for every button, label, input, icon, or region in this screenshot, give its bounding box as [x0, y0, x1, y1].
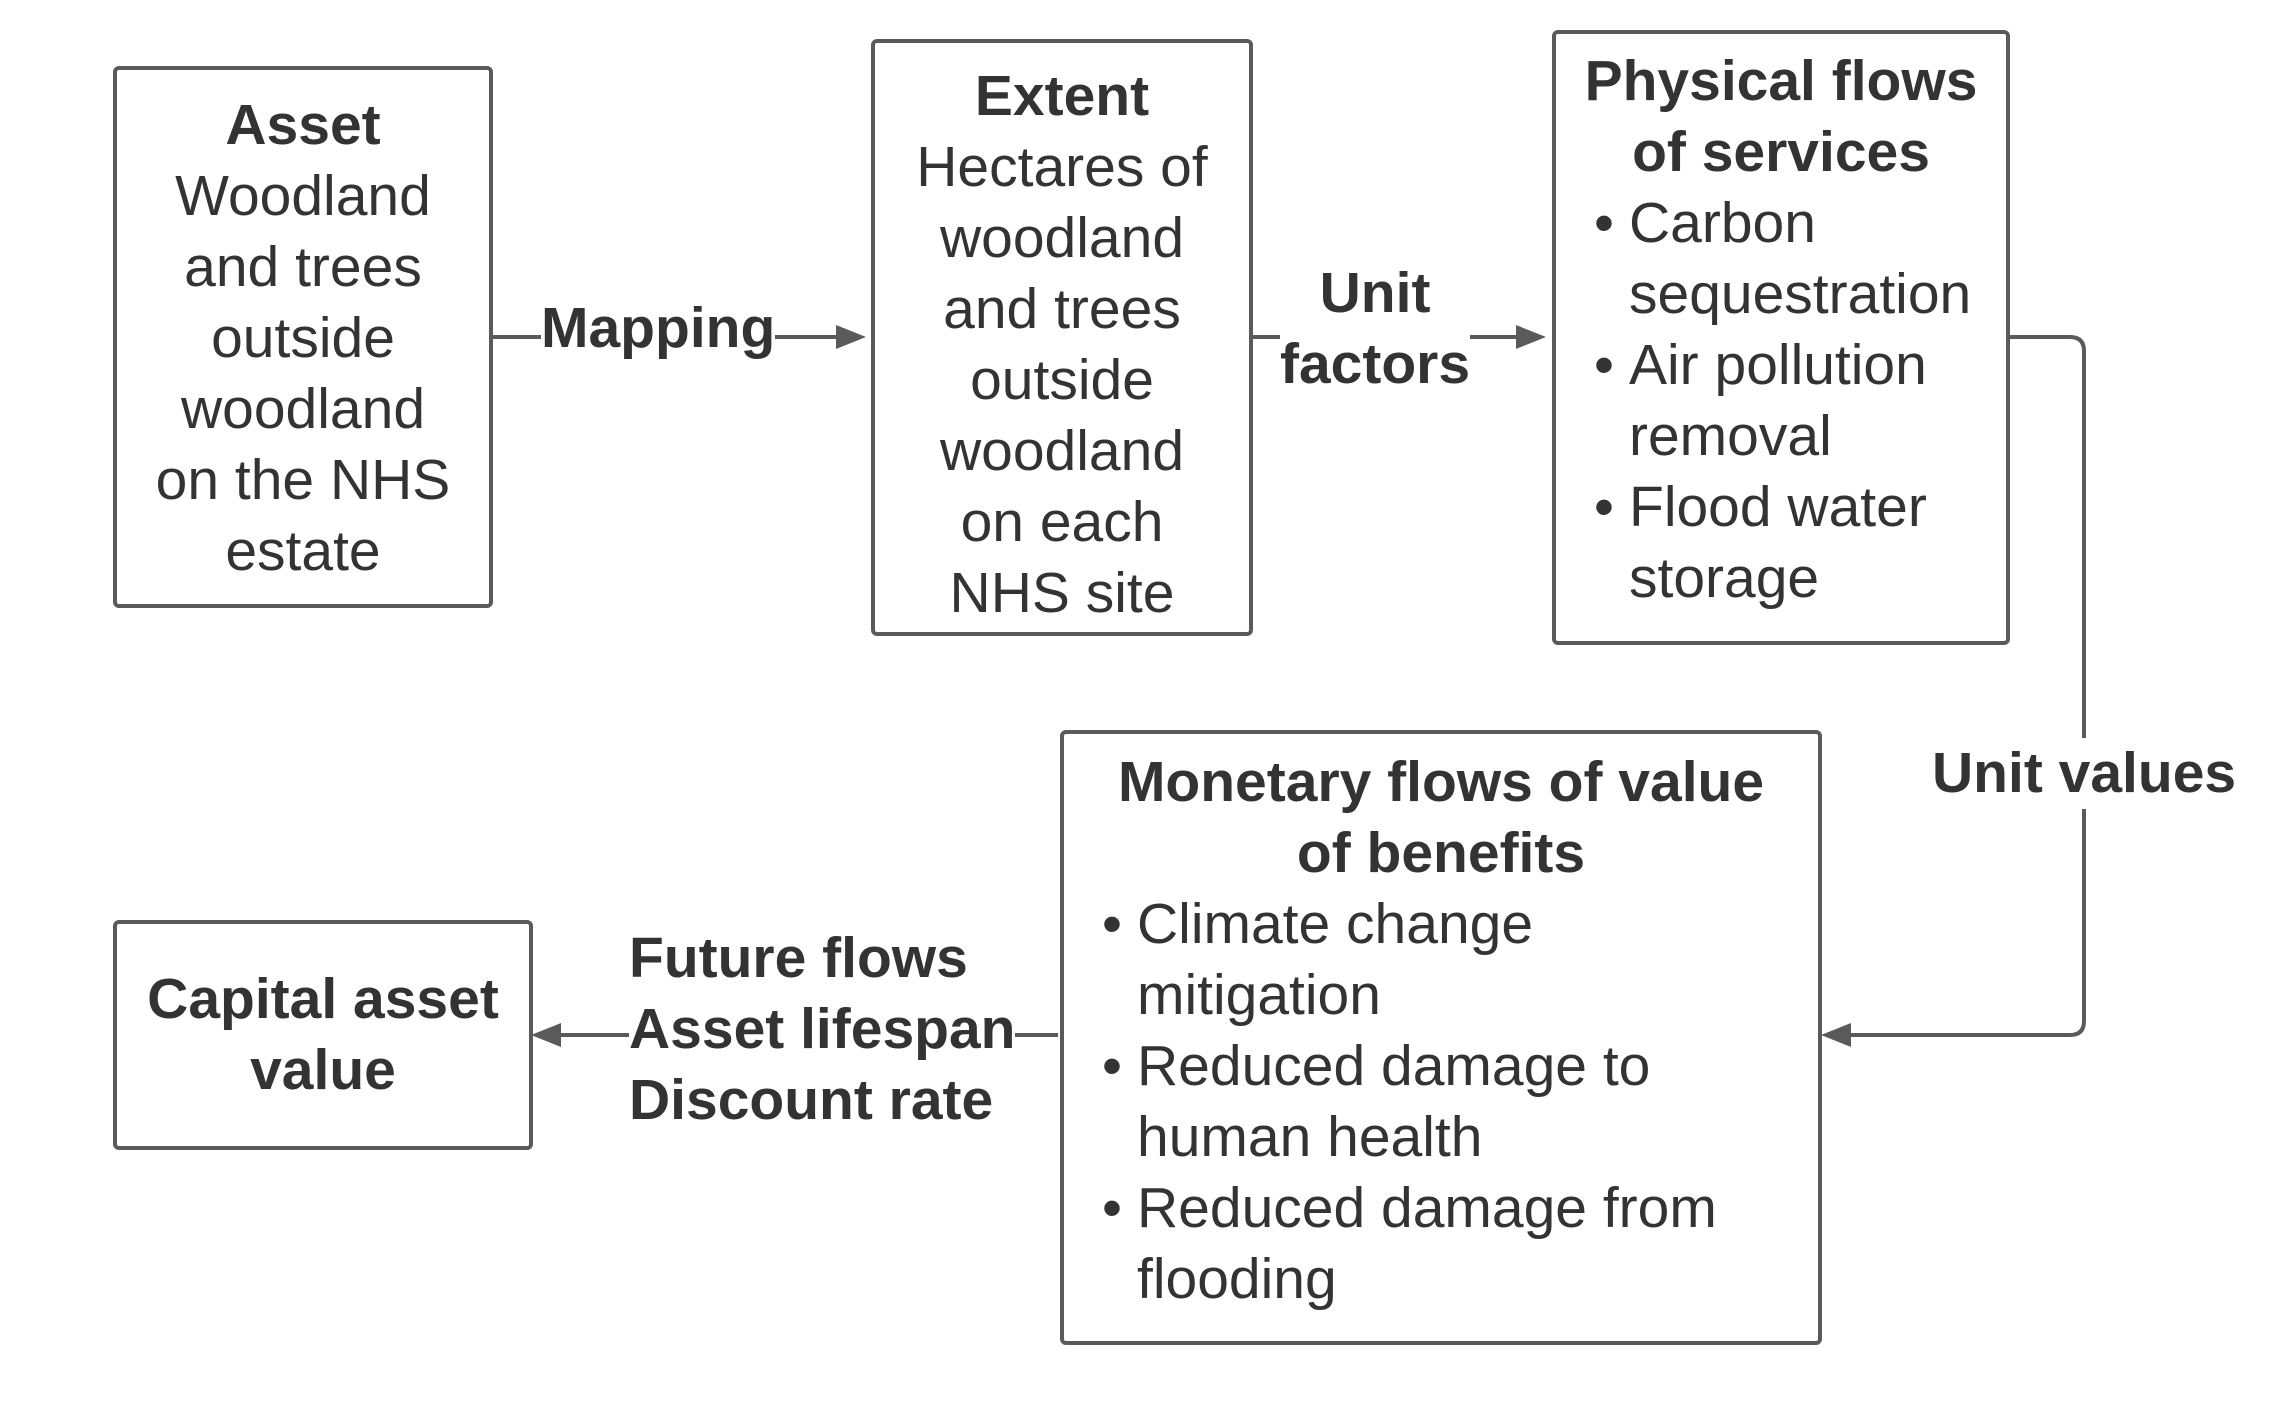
- arrow-asset-to-extent-head: [836, 325, 866, 349]
- asset-line: woodland: [180, 377, 426, 441]
- monetary-title-line: of benefits: [1296, 821, 1586, 885]
- asset-line: and trees: [184, 235, 422, 299]
- future-line: Asset lifespan: [629, 997, 1016, 1061]
- list-item: Climate change mitigation: [1100, 889, 1818, 1031]
- extent-line: NHS site: [949, 561, 1175, 625]
- list-item: Air pollution removal: [1592, 330, 2006, 472]
- physical-flows-box: Physical flows of services Carbon seques…: [1552, 30, 2010, 645]
- list-item: Carbon sequestration: [1592, 188, 2006, 330]
- physical-flows-title: Physical flows of services: [1556, 46, 2006, 188]
- asset-title: Asset: [225, 93, 381, 157]
- extent-line: outside: [970, 348, 1154, 412]
- arrow-extent-to-physical-head: [1516, 325, 1546, 349]
- capital-title-line: Capital asset: [147, 967, 499, 1031]
- asset-line: Woodland: [175, 164, 431, 228]
- extent-box: Extent Hectares of woodland and trees ou…: [871, 39, 1253, 636]
- extent-line: woodland: [939, 206, 1185, 270]
- asset-line: outside: [211, 306, 395, 370]
- extent-title: Extent: [974, 64, 1150, 128]
- physical-title-line: Physical flows: [1584, 49, 1978, 113]
- capital-title-line: value: [250, 1038, 396, 1102]
- extent-line: Hectares of: [916, 135, 1208, 199]
- unit-factors-line: Unit: [1319, 261, 1431, 325]
- list-item: Reduced damage to human health: [1100, 1031, 1818, 1173]
- asset-line: estate: [225, 519, 381, 583]
- asset-box: Asset Woodland and trees outside woodlan…: [113, 66, 493, 608]
- unit-factors-line: factors: [1280, 332, 1471, 396]
- future-flows-label: Future flows Asset lifespan Discount rat…: [629, 923, 1016, 1136]
- physical-flows-list: Carbon sequestration Air pollution remov…: [1592, 188, 2006, 614]
- arrow-physical-to-monetary-head: [1821, 1023, 1851, 1047]
- monetary-flows-box: Monetary flows of value of benefits Clim…: [1060, 730, 1822, 1345]
- unit-values-label: Unit values: [1932, 738, 2237, 809]
- monetary-flows-list: Climate change mitigation Reduced damage…: [1100, 889, 1818, 1315]
- monetary-title-line: Monetary flows of value: [1117, 750, 1765, 814]
- asset-line: on the NHS: [155, 448, 451, 512]
- capital-asset-box: Capital asset value: [113, 920, 533, 1150]
- physical-title-line: of services: [1632, 120, 1930, 184]
- extent-line: and trees: [943, 277, 1181, 341]
- list-item: Flood water storage: [1592, 472, 2006, 614]
- monetary-flows-title: Monetary flows of value of benefits: [1064, 747, 1818, 889]
- list-item: Reduced damage from flooding: [1100, 1173, 1818, 1315]
- mapping-label: Mapping: [541, 293, 776, 364]
- extent-line: on each: [960, 490, 1164, 554]
- unit-factors-label: Unit factors: [1280, 258, 1471, 400]
- arrow-monetary-to-capital-head: [531, 1023, 561, 1047]
- arrow-physical-to-monetary: [1838, 335, 2086, 1037]
- extent-line: woodland: [939, 419, 1185, 483]
- future-line: Discount rate: [629, 1068, 994, 1132]
- future-line: Future flows: [629, 926, 968, 990]
